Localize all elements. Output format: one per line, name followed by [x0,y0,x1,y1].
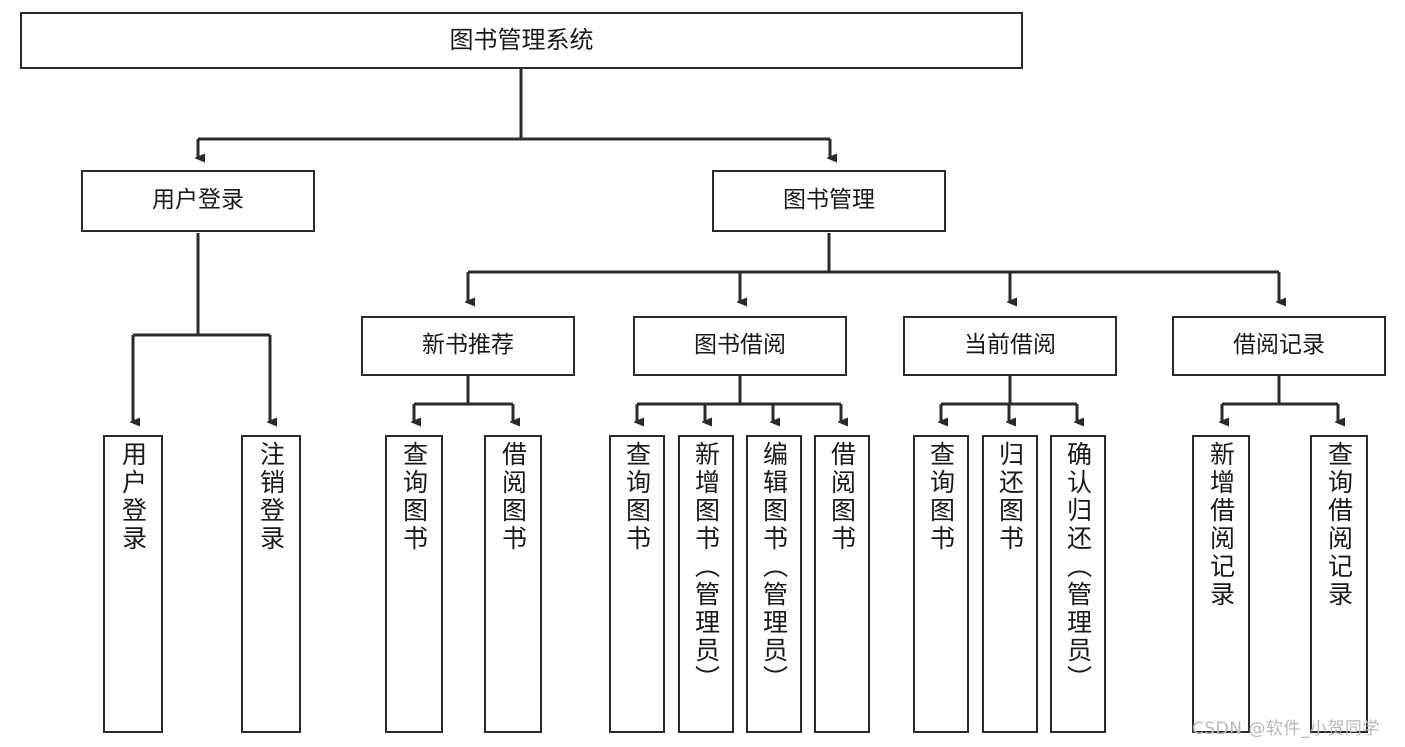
node-label: 借阅图书 [827,441,857,553]
leaf-borrow-edit-book-admin[interactable]: 编辑图书（管理员） [746,435,802,733]
node-label: 查询图书 [399,441,429,553]
node-borrow-record[interactable]: 借阅记录 [1172,316,1386,376]
leaf-borrow-add-book-admin[interactable]: 新增图书（管理员） [678,435,734,733]
node-label: 当前借阅 [964,332,1056,359]
node-label: 用户登录 [152,187,244,214]
node-label: 查询图书 [926,441,956,553]
node-label: 图书管理系统 [449,26,594,55]
node-label: 用户登录 [118,441,148,553]
node-label: 注销登录 [256,441,286,553]
node-book-borrow[interactable]: 图书借阅 [633,316,847,376]
node-label: 图书管理 [783,187,875,214]
watermark-text: CSDN @软件_小贺同学 [1192,719,1380,739]
leaf-record-add-record[interactable]: 新增借阅记录 [1192,435,1250,733]
leaf-recommend-query-book[interactable]: 查询图书 [385,435,443,733]
leaf-user-login-signin[interactable]: 用户登录 [103,435,163,733]
node-book-management[interactable]: 图书管理 [712,170,946,232]
leaf-recommend-borrow-book[interactable]: 借阅图书 [484,435,542,733]
node-label: 新增图书（管理员） [691,441,721,693]
node-label: 新书推荐 [422,332,514,359]
node-label: 新增借阅记录 [1206,441,1236,609]
leaf-borrow-query-book[interactable]: 查询图书 [609,435,665,733]
node-label: 编辑图书（管理员） [759,441,789,693]
node-label: 查询借阅记录 [1324,441,1354,609]
node-label: 归还图书 [995,441,1025,553]
node-label: 借阅记录 [1233,332,1325,359]
node-new-book-recommend[interactable]: 新书推荐 [361,316,575,376]
leaf-current-return-book[interactable]: 归还图书 [982,435,1038,733]
node-label: 图书借阅 [694,332,786,359]
node-label: 查询图书 [622,441,652,553]
leaf-current-query-book[interactable]: 查询图书 [913,435,969,733]
leaf-borrow-borrow-book[interactable]: 借阅图书 [814,435,870,733]
node-root-system[interactable]: 图书管理系统 [20,12,1023,69]
node-user-login[interactable]: 用户登录 [81,170,315,232]
leaf-user-login-signout[interactable]: 注销登录 [241,435,301,733]
node-current-borrow[interactable]: 当前借阅 [903,316,1117,376]
leaf-record-query-record[interactable]: 查询借阅记录 [1310,435,1368,733]
node-label: 借阅图书 [498,441,528,553]
node-label: 确认归还（管理员） [1063,441,1093,693]
leaf-current-confirm-return-admin[interactable]: 确认归还（管理员） [1050,435,1106,733]
